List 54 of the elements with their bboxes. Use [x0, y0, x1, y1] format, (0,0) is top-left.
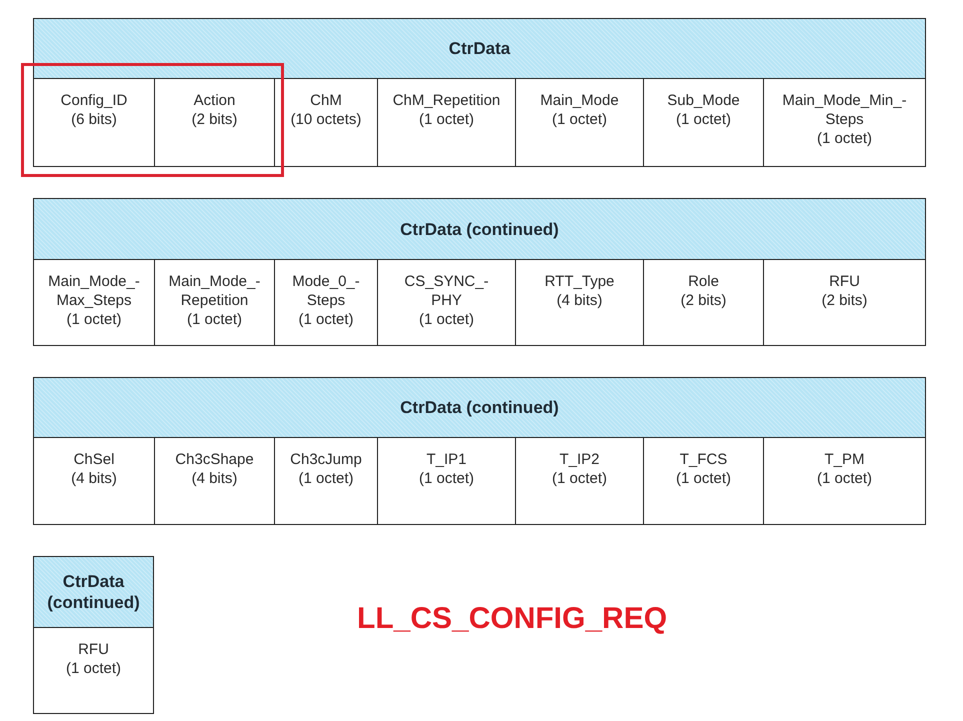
field-name: Main_Mode_Min_- Steps — [781, 91, 908, 129]
field-size: (4 bits) — [556, 291, 602, 310]
field-size: (10 octets) — [290, 110, 362, 129]
field-name: Sub_Mode — [667, 91, 740, 110]
field-name: RFU — [829, 272, 860, 291]
field-size: (1 octet) — [298, 310, 354, 329]
field-size: (1 octet) — [552, 469, 608, 488]
field-size: (2 bits) — [192, 110, 238, 129]
field-size: (1 octet) — [66, 310, 122, 329]
field-name: Action — [194, 91, 236, 110]
field-name: Main_Mode_- Max_Steps — [47, 272, 141, 310]
field-table — [33, 377, 926, 525]
field-name: RTT_Type — [544, 272, 614, 291]
field-name: ChM_Repetition — [392, 91, 500, 110]
highlight-frame — [21, 63, 284, 177]
field-name: T_FCS — [680, 450, 728, 469]
field-size: (2 bits) — [680, 291, 726, 310]
field-name: Config_ID — [60, 91, 128, 110]
table-heading: CtrData (continued) — [46, 571, 141, 613]
field-size: (6 bits) — [71, 110, 117, 129]
field-size: (1 octet) — [418, 310, 474, 329]
field-name: T_IP1 — [426, 450, 467, 469]
field-name: RFU — [78, 640, 109, 659]
field-size: (1 octet) — [676, 110, 732, 129]
field-name: Main_Mode — [540, 91, 619, 110]
field-name: ChSel — [74, 450, 114, 469]
field-name: T_IP2 — [559, 450, 600, 469]
diagram-title: LL_CS_CONFIG_REQ — [357, 602, 668, 636]
field-size: (1 octet) — [66, 659, 122, 678]
field-size: (2 bits) — [822, 291, 868, 310]
field-name: Role — [688, 272, 719, 291]
table-heading: CtrData (continued) — [399, 218, 560, 240]
field-size: (1 octet) — [676, 469, 732, 488]
field-size: (4 bits) — [192, 469, 238, 488]
field-name: Main_Mode_- Repetition — [168, 272, 262, 310]
field-table — [33, 198, 926, 346]
table-heading: CtrData (continued) — [399, 397, 560, 418]
field-size: (1 octet) — [186, 310, 242, 329]
field-name: Ch3cJump — [290, 450, 362, 469]
field-size: (1 octet) — [298, 469, 354, 488]
field-name: T_PM — [824, 450, 864, 469]
field-size: (1 octet) — [418, 110, 474, 129]
field-name: ChM — [310, 91, 342, 110]
field-size: (1 octet) — [418, 469, 474, 488]
field-size: (1 octet) — [552, 110, 608, 129]
table-heading: CtrData — [448, 38, 512, 59]
field-size: (4 bits) — [71, 469, 117, 488]
field-table — [33, 556, 154, 714]
field-name: Mode_0_- Steps — [291, 272, 361, 310]
field-size: (1 octet) — [816, 469, 872, 488]
field-name: CS_SYNC_- PHY — [403, 272, 490, 310]
field-size: (1 octet) — [816, 129, 872, 148]
field-name: Ch3cShape — [175, 450, 254, 469]
field-table — [33, 18, 926, 167]
